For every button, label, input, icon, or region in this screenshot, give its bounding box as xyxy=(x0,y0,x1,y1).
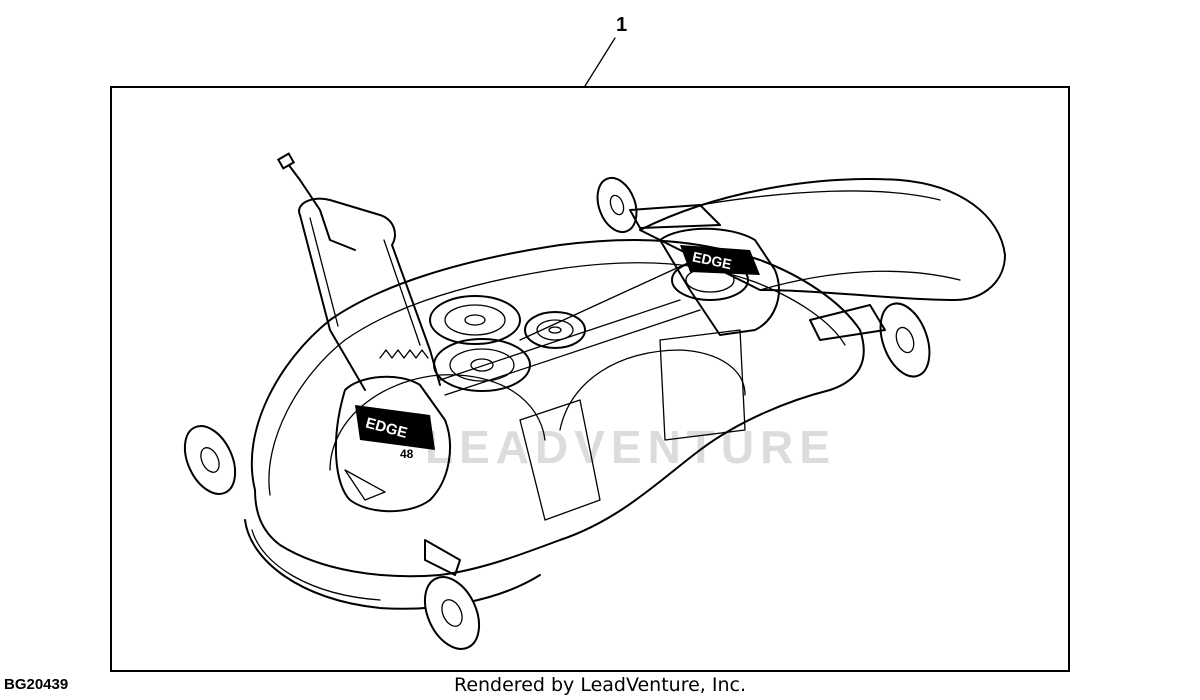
figure-id: BG20439 xyxy=(4,676,69,693)
belt-shield-right: EDGE xyxy=(659,227,780,336)
pulley-left-rear xyxy=(429,295,521,345)
tension-spring xyxy=(379,349,429,359)
wheel-front-center xyxy=(423,576,481,650)
watermark: LEADVENTURE xyxy=(425,421,837,473)
deck-shell xyxy=(244,239,865,610)
pulley-idler xyxy=(524,311,586,349)
wheel-front-left xyxy=(183,425,237,495)
callout-leader-line xyxy=(584,37,616,87)
wheel-bracket-front xyxy=(424,539,461,576)
lift-handle xyxy=(276,152,441,391)
belt-shield-left: EDGE 48 xyxy=(335,375,451,513)
wheel-rear-right xyxy=(879,302,931,378)
drive-belt xyxy=(439,261,701,396)
pulley-left-front xyxy=(433,338,531,392)
diagram-frame xyxy=(110,86,1070,672)
callout-number: 1 xyxy=(616,14,628,36)
wheel-rear-left xyxy=(596,176,638,234)
render-credit: Rendered by LeadVenture, Inc. xyxy=(453,674,747,696)
wheel-bracket-right xyxy=(809,304,886,341)
logo-subtext-left: 48 xyxy=(400,447,414,461)
discharge-chute xyxy=(639,178,1006,301)
wheel-bracket-rear xyxy=(629,204,721,229)
